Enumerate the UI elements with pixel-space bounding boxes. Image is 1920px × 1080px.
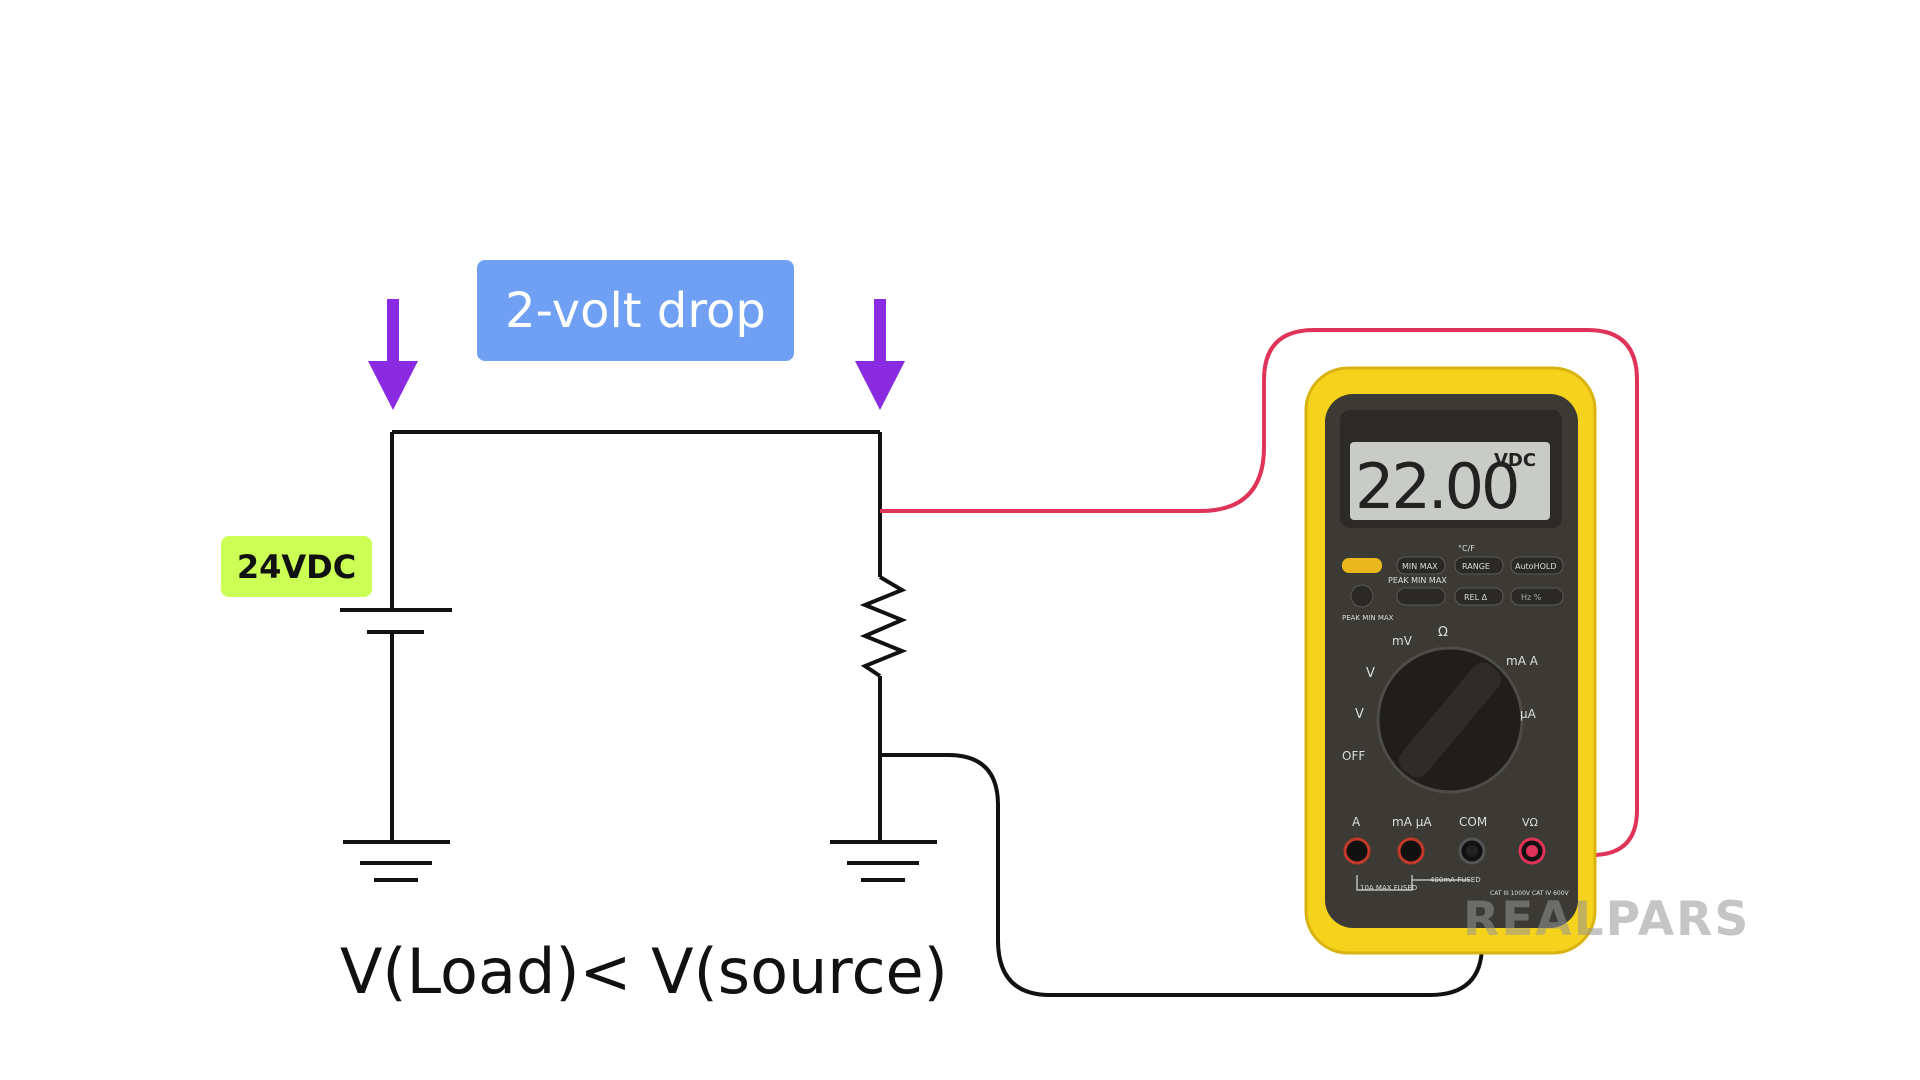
dial-off-label: OFF bbox=[1342, 749, 1365, 763]
autohold-label: AutoHOLD bbox=[1515, 562, 1557, 571]
jack-v-ohm-label: VΩ bbox=[1522, 816, 1538, 829]
meter-buttons bbox=[1342, 556, 1564, 608]
lcd-unit: VDC bbox=[1494, 450, 1536, 471]
jack-a[interactable] bbox=[1343, 837, 1371, 865]
dial-mv-label: mV bbox=[1392, 634, 1413, 648]
dial-ma-label: mA A bbox=[1506, 654, 1539, 668]
voltage-relation-text: V(Load)< V(source) bbox=[340, 935, 948, 1008]
range-button[interactable] bbox=[1454, 556, 1504, 575]
red-probe-lead bbox=[880, 328, 1639, 857]
beeper-button[interactable] bbox=[1396, 587, 1446, 606]
right-ground-symbol bbox=[830, 840, 937, 882]
dial-ua-label: μA bbox=[1520, 707, 1537, 721]
dial-vac-label: V bbox=[1355, 707, 1364, 722]
realpars-watermark: REALPARS bbox=[1463, 892, 1751, 947]
hz-button[interactable] bbox=[1510, 587, 1564, 606]
hz-label: Hz % bbox=[1521, 593, 1542, 602]
source-voltage-label: 24VDC bbox=[221, 536, 372, 597]
rel-label: REL Δ bbox=[1464, 593, 1488, 602]
minmax-label: MIN MAX bbox=[1402, 562, 1438, 571]
ma-fuse-label: 400mA FUSED bbox=[1430, 876, 1481, 884]
rel-button[interactable] bbox=[1454, 587, 1504, 606]
range-label: RANGE bbox=[1462, 562, 1490, 571]
peak-minmax-left-label: PEAK MIN MAX bbox=[1342, 614, 1394, 622]
jack-a-label: A bbox=[1352, 815, 1361, 829]
fuse-bracket bbox=[1356, 875, 1470, 891]
backlight-button[interactable] bbox=[1350, 584, 1374, 608]
voltage-drop-label: 2-volt drop bbox=[477, 260, 794, 361]
lcd-readout: 22.00 bbox=[1355, 450, 1518, 523]
lcd-screen bbox=[1350, 442, 1550, 520]
black-probe-lead bbox=[880, 753, 1484, 997]
black-probe-tip bbox=[1466, 845, 1478, 857]
dial-ohm-label: Ω bbox=[1438, 625, 1448, 640]
resistor-symbol bbox=[859, 575, 908, 678]
left-arrow-icon bbox=[368, 299, 418, 410]
jack-com-label: COM bbox=[1459, 815, 1487, 829]
jack-ma-ua-label: mA μA bbox=[1392, 815, 1432, 829]
a-fuse-label: 10A MAX FUSED bbox=[1360, 884, 1417, 892]
cf-label: °C/F bbox=[1458, 544, 1475, 553]
autohold-button[interactable] bbox=[1510, 556, 1564, 575]
minmax-button[interactable] bbox=[1396, 556, 1446, 575]
peak-minmax-label: PEAK MIN MAX bbox=[1388, 576, 1447, 585]
power-button[interactable] bbox=[1342, 558, 1382, 573]
cat-label: CAT III 1000V CAT IV 600V bbox=[1490, 890, 1570, 897]
meter-jacks bbox=[1343, 837, 1546, 891]
jack-ma-ua[interactable] bbox=[1397, 837, 1425, 865]
dial-vdc-label: V bbox=[1366, 666, 1375, 681]
right-arrow-icon bbox=[855, 299, 905, 410]
rotary-dial[interactable] bbox=[1376, 646, 1524, 794]
red-probe-tip bbox=[1526, 845, 1538, 857]
left-ground-symbol bbox=[343, 840, 450, 882]
